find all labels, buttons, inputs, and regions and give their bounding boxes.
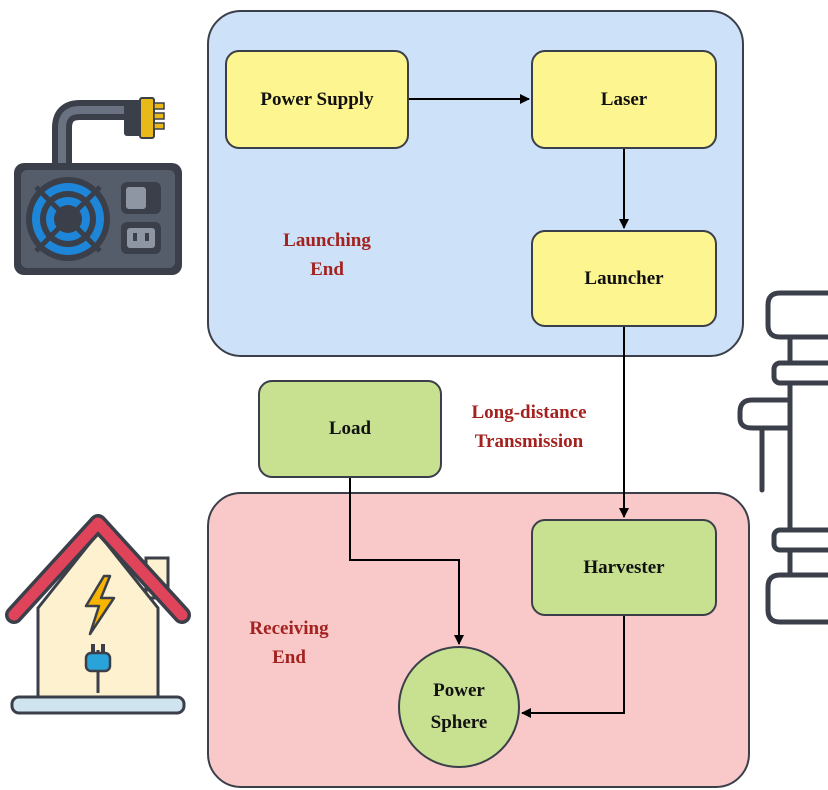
transmission-label-line2: Transmission: [474, 431, 584, 452]
transmission-label-line1: Long-distance: [471, 402, 587, 423]
power-sphere-label-line2: Sphere: [430, 712, 488, 733]
laser-node: Laser: [531, 50, 717, 149]
power-sphere-node: Power Sphere: [398, 646, 520, 768]
launching-end-label: Launching End: [262, 226, 392, 284]
arrow-load-to-power-sphere: [349, 478, 464, 645]
launcher-node: Launcher: [531, 230, 717, 327]
receiving-end-label: Receiving End: [224, 614, 354, 672]
launching-end-label-line2: End: [310, 259, 344, 280]
house-electricity-icon: [5, 514, 191, 715]
fiber-cable-icon: [737, 290, 828, 625]
arrow-harvester-to-power-sphere: [521, 616, 625, 718]
power-supply-unit-icon: [14, 97, 182, 275]
load-node: Load: [258, 380, 442, 478]
receiving-end-label-line1: Receiving: [249, 618, 329, 639]
power-supply-node: Power Supply: [225, 50, 409, 149]
receiving-end-label-line2: End: [272, 647, 306, 668]
harvester-node: Harvester: [531, 519, 717, 616]
launching-end-label-line1: Launching: [283, 230, 371, 251]
transmission-label: Long-distance Transmission: [444, 398, 614, 456]
power-sphere-label-line1: Power: [433, 680, 485, 701]
